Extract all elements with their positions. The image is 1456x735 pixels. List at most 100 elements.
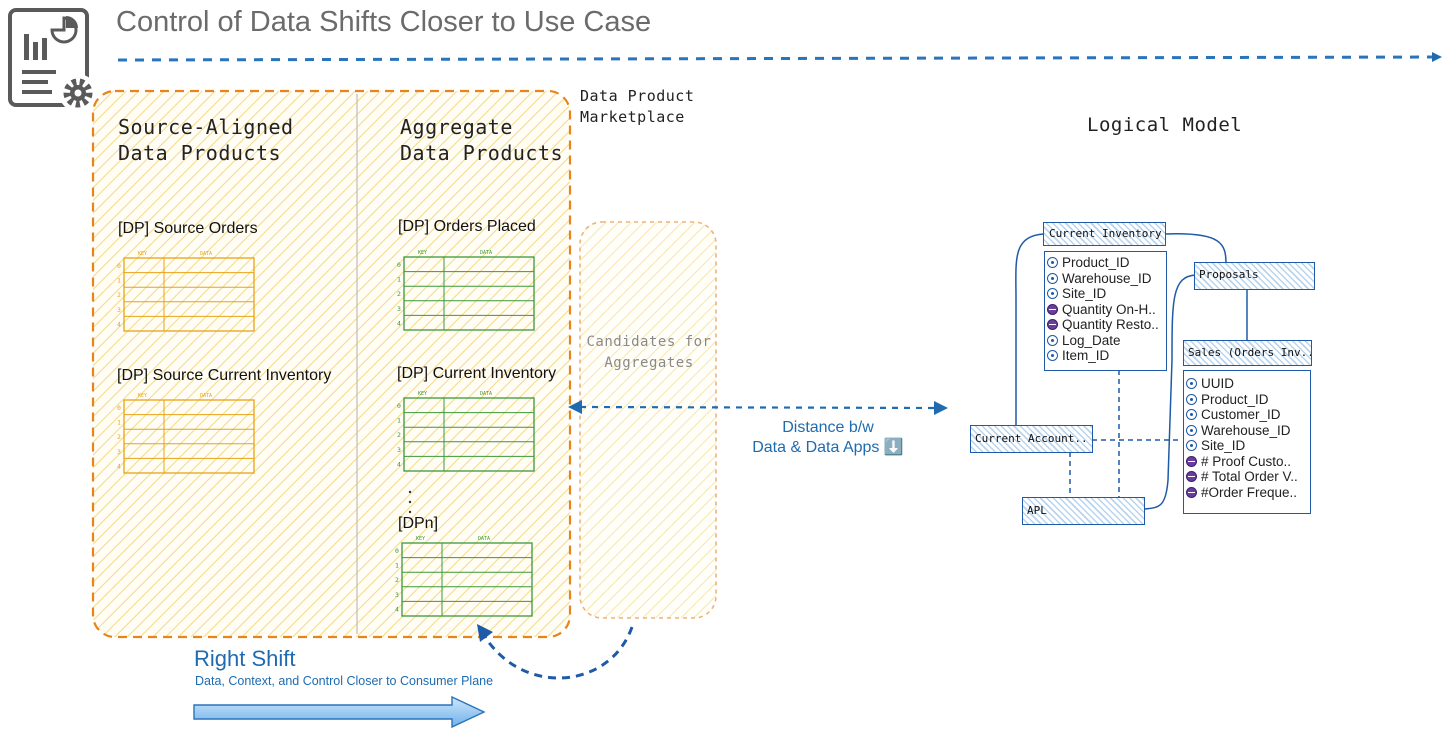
mini-table-row-label: 1: [397, 417, 401, 425]
candidates-label-line-2: Aggregates: [604, 355, 694, 371]
entity-sales-title: Sales (Orders Inv..: [1188, 346, 1311, 359]
entity-field-name: Customer_ID: [1201, 407, 1281, 423]
mini-table-data-header: DATA: [480, 391, 492, 397]
entity-field-name: Log_Date: [1062, 332, 1121, 348]
distance-label-line-1: Distance b/w: [782, 419, 874, 436]
entity-field: Log_Date: [1045, 333, 1166, 349]
entity-field: Customer_ID: [1184, 407, 1310, 423]
candidates-return-arrow-head: [477, 624, 493, 642]
logical-model-title: Logical Model: [1087, 114, 1243, 136]
mini-table-row-label: 4: [117, 320, 121, 328]
key-field-icon: [1186, 393, 1197, 405]
mini-table-row-label: 1: [117, 277, 121, 285]
key-field-icon: [1186, 424, 1197, 436]
candidates-label: Candidates for Aggregates: [584, 332, 714, 374]
key-field-icon: [1186, 378, 1197, 390]
source-aligned-heading: Source-Aligned Data Products: [118, 114, 348, 166]
mini-table-row-label: 3: [117, 448, 121, 456]
use-case-arrow: [117, 52, 1442, 63]
mini-table-row-label: 3: [397, 446, 401, 454]
dp-n-title: [DPn]: [398, 515, 439, 532]
right-shift-title: Right Shift: [194, 646, 296, 671]
mini-table-frame: [123, 399, 255, 474]
marketplace-label-line-1: Data Product: [580, 87, 695, 105]
entity-field: Product_ID: [1045, 255, 1166, 271]
entity-field: Quantity Resto..: [1045, 317, 1166, 333]
key-field-icon: [1047, 288, 1058, 300]
mini-table-row-label: 2: [117, 291, 121, 299]
mini-table-row-label: 3: [117, 306, 121, 314]
aggregate-heading-line-2: Data Products: [400, 141, 564, 165]
distance-arrow-right-head: [934, 401, 948, 415]
entity-field-name: Quantity Resto..: [1062, 317, 1159, 333]
entity-field: Site_ID: [1045, 286, 1166, 302]
mini-table-key-header: KEY: [416, 536, 425, 542]
mini-table-key-header: KEY: [138, 393, 147, 399]
mini-table-frame: [403, 256, 535, 331]
entity-field: Quantity On-H..: [1045, 302, 1166, 318]
entity-current-account: Current Account..: [970, 425, 1093, 453]
dp-orders-placed-title: [DP] Orders Placed: [398, 218, 536, 235]
mini-table-row-label: 2: [395, 576, 399, 584]
mini-table-key-header: KEY: [418, 391, 427, 397]
mini-table-frame: [123, 257, 255, 332]
dp-source-orders-title: [DP] Source Orders: [118, 220, 258, 237]
entity-apl-title: APL: [1027, 504, 1047, 517]
measure-field-icon: [1186, 486, 1197, 498]
mini-table-row-label: 4: [395, 605, 399, 613]
mini-table-row-label: 4: [397, 319, 401, 327]
candidates-label-line-1: Candidates for: [586, 334, 712, 350]
entity-proposals-title: Proposals: [1199, 268, 1259, 281]
distance-label-line-2: Data & Data Apps ⬇️: [752, 439, 904, 456]
mini-table-row-label: 0: [117, 262, 121, 270]
mini-table-row-label: 0: [397, 261, 401, 269]
mini-table-row-label: 0: [117, 404, 121, 412]
distance-arrow: [579, 405, 939, 410]
mini-table-row-label: 2: [397, 431, 401, 439]
mini-table-row-label: 3: [395, 591, 399, 599]
mini-table-key-header: KEY: [418, 250, 427, 256]
source-aligned-heading-line-1: Source-Aligned: [118, 115, 294, 139]
key-field-icon: [1186, 409, 1197, 421]
distance-label: Distance b/w Data & Data Apps ⬇️: [744, 418, 912, 458]
mini-table-current-inventory: KEY DATA 0 1 2 3 4: [397, 391, 535, 472]
entity-field-name: Site_ID: [1201, 438, 1246, 454]
key-field-icon: [1047, 350, 1058, 362]
entity-field-name: UUID: [1201, 376, 1234, 392]
candidates-container: [579, 221, 717, 619]
entity-field-name: Quantity On-H..: [1062, 301, 1156, 317]
key-field-icon: [1047, 272, 1058, 284]
entity-field: UUID: [1184, 376, 1310, 392]
entity-field: Product_ID: [1184, 392, 1310, 408]
entity-field: # Proof Custo..: [1184, 454, 1310, 470]
dp-current-inventory-title: [DP] Current Inventory: [397, 365, 557, 382]
mini-table-row-label: 0: [397, 402, 401, 410]
entity-current-inventory-title: Current Inventory: [1049, 227, 1162, 240]
mini-table-row-label: 1: [117, 419, 121, 427]
marketplace-label: Data Product Marketplace: [580, 86, 740, 128]
entity-field-name: Item_ID: [1062, 348, 1110, 364]
entity-current-inventory-header: Current Inventory: [1043, 222, 1166, 246]
measure-field-icon: [1186, 471, 1197, 483]
distance-arrow-left-head: [568, 400, 582, 414]
source-aligned-heading-line-2: Data Products: [118, 141, 282, 165]
entity-field-name: # Proof Custo..: [1201, 453, 1292, 469]
more-products-ellipsis: [408, 490, 412, 514]
entity-sales-header: Sales (Orders Inv..: [1183, 340, 1312, 366]
measure-field-icon: [1047, 319, 1058, 331]
page-title: Control of Data Shifts Closer to Use Cas…: [116, 6, 652, 38]
report-settings-icon: [8, 8, 97, 112]
mini-table-data-header: DATA: [480, 250, 492, 256]
mini-table-row-label: 2: [117, 433, 121, 441]
mini-table-row-label: 4: [397, 460, 401, 468]
marketplace-container: [91, 89, 572, 639]
entity-field-name: Product_ID: [1201, 391, 1269, 407]
entity-field-name: Warehouse_ID: [1201, 422, 1291, 438]
entity-field-name: Warehouse_ID: [1062, 270, 1152, 286]
entity-field-name: Site_ID: [1062, 286, 1107, 302]
